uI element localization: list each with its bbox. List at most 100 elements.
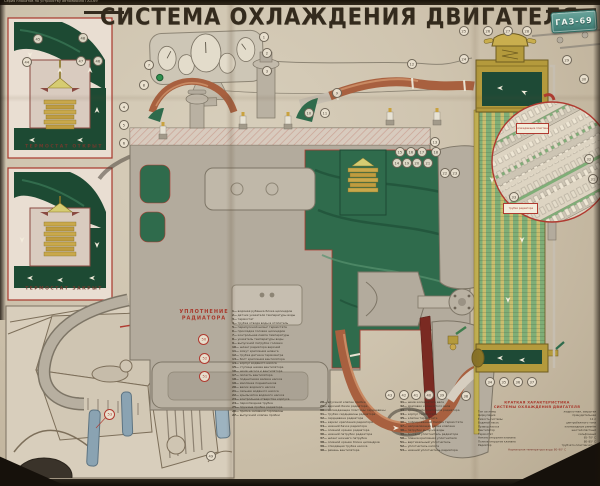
- callout-6: 6: [119, 138, 129, 148]
- legend-item: 45—клапан термостата: [400, 417, 438, 421]
- magnifier-label-plates: охлаждающие пластины: [516, 123, 549, 134]
- callout-49: 49: [206, 451, 216, 461]
- callout-22: 22: [440, 168, 450, 178]
- legend-item: 50—планка крепления уплотнителя: [400, 437, 457, 441]
- legend-item: 42—храповик коленчатого вала: [400, 405, 451, 409]
- callout-46: 46: [93, 56, 103, 66]
- legend-item: 16—шкив насоса и вентилятора: [232, 370, 283, 374]
- magnifier-label-tubes: трубки радиатора: [503, 203, 538, 214]
- legend-item: 49—боковой уплотнитель радиатора: [400, 433, 459, 437]
- legend-item: 7—контрольная лампа температуры: [232, 334, 290, 338]
- gaz-69-badge: ГАЗ-69: [550, 9, 598, 34]
- radiator-side-plate: [473, 109, 480, 435]
- legend-item: 52—уплотнитель капота: [400, 445, 440, 449]
- callout-18: 18: [431, 147, 441, 157]
- legend-item: 22—крыльчатка водяного насоса: [232, 394, 285, 398]
- callout-15: 15: [395, 147, 405, 157]
- callout-42: 42: [399, 390, 409, 400]
- callout-8: 8: [139, 80, 149, 90]
- callout-11: 11: [320, 108, 330, 118]
- thermostat-closed-caption: ТЕРМОСТАТ ЗАКРЫТ: [25, 286, 103, 291]
- callout-28: 28: [522, 26, 532, 36]
- callout-43: 43: [385, 390, 395, 400]
- legend-item: 1—водяная рубашка блока цилиндров: [232, 310, 293, 313]
- legend-item: 4—трубка отвода воды в отопитель: [232, 322, 289, 326]
- thermostat-bellows-open: [43, 99, 77, 130]
- legend-item: 15—ступица шкива вентилятора: [232, 366, 284, 370]
- specs-title: КРАТКАЯ ХАРАКТЕРИСТИКА СИСТЕМЫ ОХЛАЖДЕНИ…: [493, 400, 581, 409]
- legend-item: 14—корпус водяного насоса: [232, 362, 277, 366]
- radiator-top-tank: [475, 59, 549, 113]
- title-rule-left: [84, 11, 124, 14]
- legend-item: 2—датчик указателя температуры воды: [232, 314, 296, 318]
- callout-12: 12: [407, 59, 417, 69]
- legend-item: 3—термостат: [232, 318, 254, 322]
- callout-4: 4: [119, 102, 129, 112]
- callout-9: 9: [332, 88, 342, 98]
- temp-warning-lamp: [156, 73, 164, 82]
- callout-25: 25: [459, 26, 469, 36]
- callout-1: 1: [259, 32, 269, 42]
- series-caption: Серия плакатов по устройству автомобиля …: [4, 0, 98, 3]
- radiator-drain-cock: [547, 341, 565, 357]
- legend-item: 6—прокладка головки цилиндров: [232, 330, 286, 334]
- legend-item: 28—впускной клапан пробки: [320, 401, 366, 404]
- callout-45: 45: [33, 34, 43, 44]
- specs-note: Нормальная температура воды 80–90° С: [507, 448, 567, 452]
- legend-item: 35—сливной краник радиатора: [320, 429, 370, 433]
- thermostat-open-inset: [7, 17, 113, 159]
- legend-item: 26—пробка заливной горловины: [232, 410, 284, 414]
- legend-item: 47—направляющая рамка клапана: [400, 425, 455, 429]
- legend-item: 32—сердцевина радиатора: [320, 417, 364, 421]
- engine-drain-cock: [447, 326, 467, 351]
- callout-44: 44: [22, 57, 32, 67]
- legend-item: 44—корпус термостата: [400, 413, 437, 417]
- legend-item: 37—шланг нижнего патрубка: [320, 437, 367, 441]
- bypass-hose: [148, 77, 238, 122]
- callout-14: 14: [392, 158, 402, 168]
- legend-item: 24—пароотводная трубка: [232, 402, 273, 406]
- legend-item: 9—выпускной патрубок головки: [232, 342, 283, 346]
- callout-39: 39: [437, 390, 447, 400]
- callout-23: 23: [450, 168, 460, 178]
- callout-2: 2: [262, 48, 272, 58]
- thermostat-closed-inset: [7, 167, 113, 301]
- callout-19: 19: [402, 158, 412, 168]
- lower-radiator-hose: [335, 329, 480, 434]
- overflow-tube: [550, 64, 556, 368]
- legend-item: 53—нижний уплотнитель радиатора: [400, 449, 458, 453]
- legend-item: 39—отводящая трубка насоса: [320, 445, 368, 449]
- callout-13: 13: [430, 137, 440, 147]
- callout-30: 30: [579, 74, 589, 84]
- specs-block: КРАТКАЯ ХАРАКТЕРИСТИКА СИСТЕМЫ ОХЛАЖДЕНИ…: [478, 400, 596, 476]
- callout-16: 16: [406, 147, 416, 157]
- radiator-filler-cap: [483, 33, 537, 63]
- legend-item: 46—гофрированный баллон термостата: [400, 421, 463, 425]
- legend-item: 20—валик водяного насоса: [232, 386, 276, 390]
- poster-title: СИСТЕМА ОХЛАЖДЕНИЯ ДВИГАТЕЛЯ: [100, 3, 579, 30]
- legend-item: 34—нижний бачок радиатора: [320, 425, 367, 429]
- callout-36: 36: [513, 377, 523, 387]
- gauge-cluster: [97, 29, 265, 180]
- legend-item: 41—шкив коленчатого вала: [400, 401, 444, 404]
- legend-item: 40—ремень вентилятора: [320, 449, 360, 453]
- legend-item: 12—трубка датчика термометра: [232, 354, 284, 358]
- radiator: [471, 29, 600, 435]
- callout-5: 5: [119, 120, 129, 130]
- engine-thermostat: [339, 149, 387, 216]
- legend-item: 29—верхний бачок радиатора: [320, 405, 368, 409]
- legend-item: 11—хомут крепления шланга: [232, 350, 279, 354]
- callout-31: 31: [588, 174, 598, 184]
- callout-38: 38: [461, 391, 471, 401]
- callout-41: 41: [411, 390, 421, 400]
